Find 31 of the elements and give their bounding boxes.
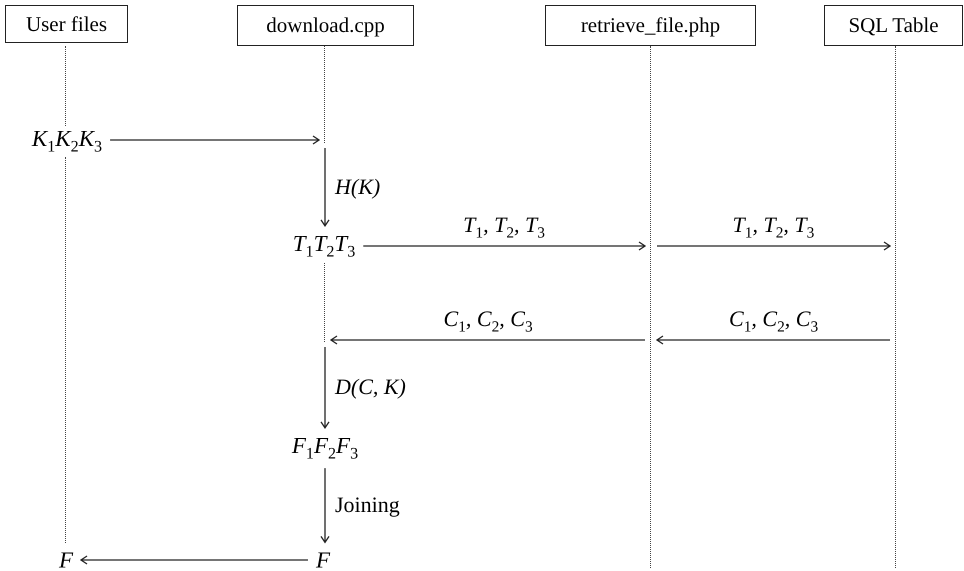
lifeline bbox=[895, 46, 897, 568]
message-arrow bbox=[330, 335, 645, 345]
message-arrow bbox=[320, 148, 330, 226]
message-arrow bbox=[363, 241, 646, 251]
lifeline bbox=[324, 263, 326, 342]
math-expression: F$_{1}$F$_{2}$F$_{3}$ bbox=[288, 432, 362, 464]
edge-label: D(C, K) bbox=[334, 375, 407, 400]
lifeline bbox=[650, 46, 652, 568]
edge-label: T$_{1}$, T$_{2}$, T$_{3}$ bbox=[732, 213, 816, 242]
message-arrow bbox=[320, 468, 330, 543]
lifeline bbox=[65, 157, 67, 543]
edge-label: Joining bbox=[334, 493, 401, 518]
edge-label: C$_{1}$, C$_{2}$, C$_{3}$ bbox=[442, 307, 534, 336]
message-arrow bbox=[80, 555, 308, 565]
edge-label: H(K) bbox=[334, 174, 382, 200]
lifeline bbox=[65, 46, 67, 126]
math-expression: T$_{1}$T$_{2}$T$_{3}$ bbox=[290, 230, 358, 262]
math-expression: K$_{1}$K$_{2}$K$_{3}$ bbox=[28, 126, 106, 156]
math-expression: F bbox=[56, 547, 76, 571]
edge-label: C$_{1}$, C$_{2}$, C$_{3}$ bbox=[728, 307, 820, 336]
message-arrow bbox=[656, 335, 890, 345]
lifeline bbox=[324, 46, 326, 143]
math-expression: F bbox=[312, 547, 334, 571]
participant-box: SQL Table bbox=[824, 5, 963, 46]
edge-label: T$_{1}$, T$_{2}$, T$_{3}$ bbox=[462, 213, 546, 242]
participant-box: User files bbox=[5, 5, 128, 43]
participant-box: retrieve_file.php bbox=[545, 5, 756, 46]
message-arrow bbox=[320, 347, 330, 428]
message-arrow bbox=[657, 241, 891, 251]
participant-box: download.cpp bbox=[237, 5, 414, 46]
message-arrow bbox=[110, 135, 320, 145]
